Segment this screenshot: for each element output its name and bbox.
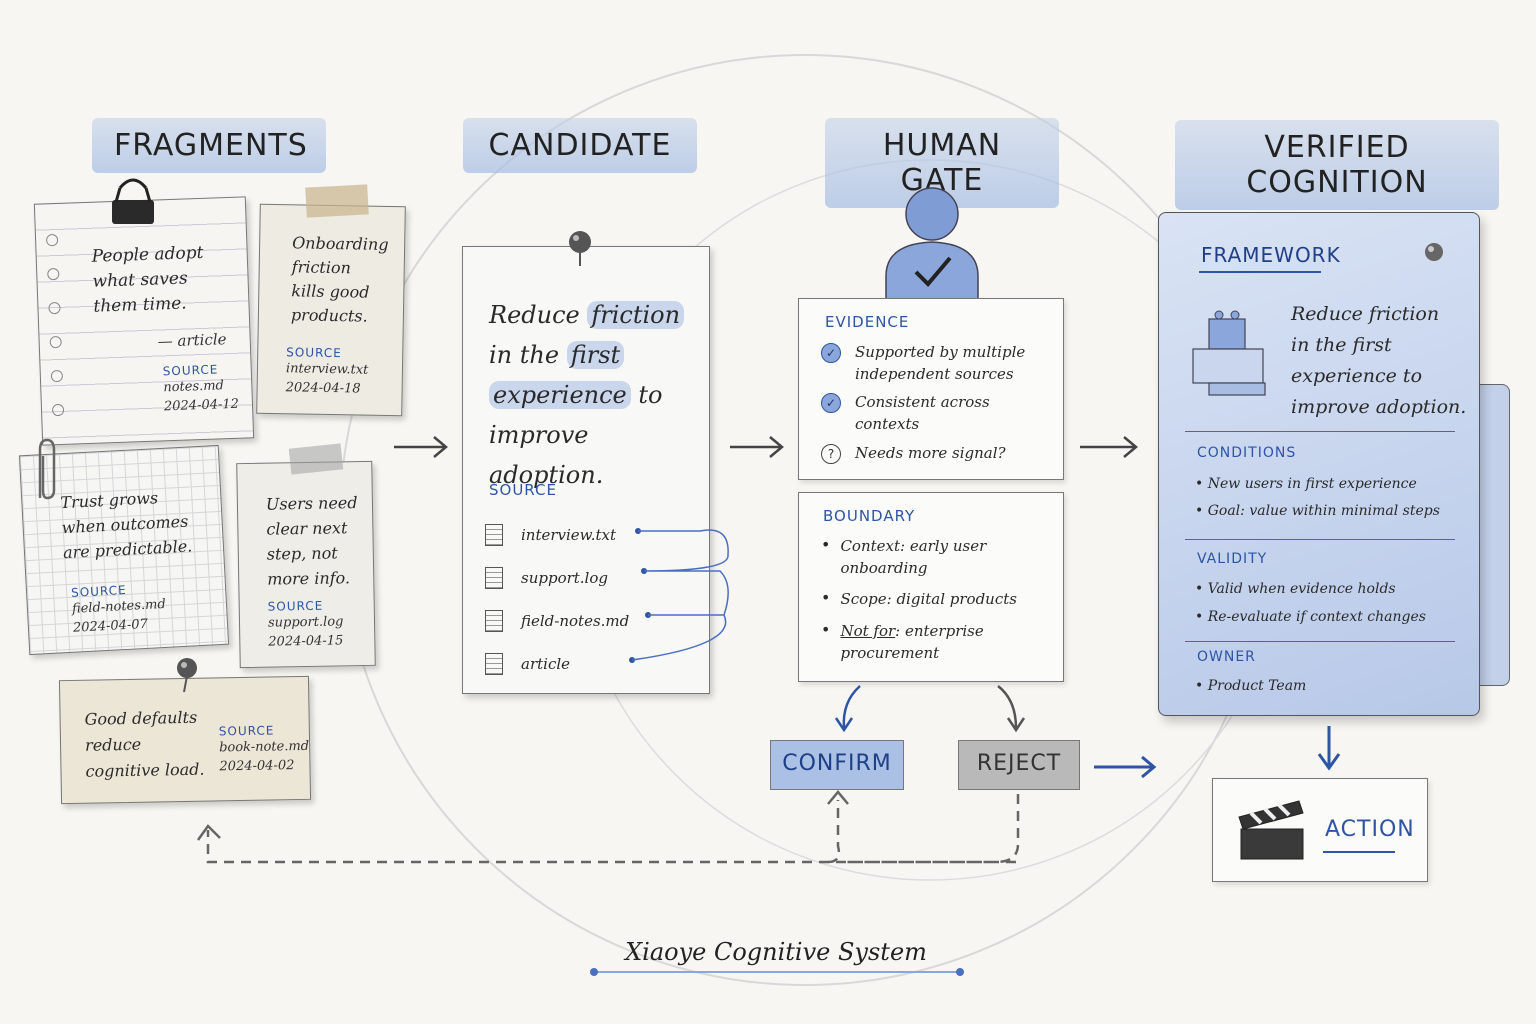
person-check-icon xyxy=(885,187,979,300)
fragment-text-line: Users need xyxy=(265,493,358,514)
file-icon xyxy=(485,609,503,632)
arrow-icon xyxy=(1094,755,1157,779)
fragment-text-line: clear next xyxy=(266,518,348,539)
fragment-text-line: cognitive load. xyxy=(85,759,205,781)
verified-cognition-panel[interactable]: FRAMEWORK Reduce friction in the first e… xyxy=(1158,212,1480,716)
action-label: ACTION xyxy=(1325,817,1415,842)
tape-strip xyxy=(305,184,369,218)
confirm-button[interactable]: CONFIRM xyxy=(770,740,904,790)
arrow-icon xyxy=(730,436,784,458)
fragment-text-line: reduce xyxy=(84,734,142,755)
reject-button[interactable]: REJECT xyxy=(958,740,1080,790)
conditions-list: • New users in first experience • Goal: … xyxy=(1195,476,1440,519)
tape-strip xyxy=(288,443,344,475)
framework-underline xyxy=(1199,271,1321,273)
fragment-text-line: friction xyxy=(291,257,352,278)
action-underline xyxy=(1323,851,1395,853)
file-icon xyxy=(485,523,503,546)
feedback-loop-arrow xyxy=(196,790,1020,864)
source-file: support.log xyxy=(267,614,344,631)
pushpin-icon xyxy=(569,231,591,266)
check-circle-icon: ✓ xyxy=(821,393,841,413)
fragment-text-line: kills good xyxy=(291,281,370,302)
question-circle-icon: ? xyxy=(821,444,841,464)
bullet-icon: • xyxy=(821,620,831,639)
file-icon xyxy=(485,566,503,589)
source-file: book-note.md xyxy=(219,738,310,756)
source-label: SOURCE xyxy=(267,598,324,614)
arrow-icon xyxy=(394,436,448,458)
divider xyxy=(1185,431,1455,432)
fragment-text-line: them time. xyxy=(93,293,187,317)
conditions-label: CONDITIONS xyxy=(1197,445,1297,461)
candidate-source-list: interview.txt support.log field-notes.md… xyxy=(485,513,629,685)
source-item[interactable]: interview.txt xyxy=(485,513,629,556)
source-connector-lines xyxy=(629,528,729,663)
header-verified-cognition: VERIFIED COGNITION xyxy=(1175,120,1499,210)
pushpin-icon xyxy=(1425,243,1443,261)
fragment-text-line: Onboarding xyxy=(292,233,389,254)
binder-clip-icon xyxy=(112,178,154,224)
candidate-source-label: SOURCE xyxy=(489,481,557,499)
fragment-text-line: are predictable. xyxy=(62,536,193,563)
arrows-to-decisions xyxy=(834,685,1026,733)
fragment-note-2[interactable]: Onboarding friction kills good products.… xyxy=(256,203,406,417)
boundary-item: • Scope: digital products xyxy=(821,588,1017,608)
fragment-text-line: products. xyxy=(290,305,368,326)
footer-title: Xiaoye Cognitive System xyxy=(625,938,927,966)
framework-label: FRAMEWORK xyxy=(1201,243,1341,267)
source-date: 2024-04-15 xyxy=(268,633,344,650)
source-date: 2024-04-02 xyxy=(219,758,295,775)
fragment-text-line: more info. xyxy=(267,568,351,589)
pushpin-icon xyxy=(177,658,197,693)
validity-label: VALIDITY xyxy=(1197,551,1268,567)
source-date: 2024-04-07 xyxy=(72,616,149,636)
header-fragments: FRAGMENTS xyxy=(92,118,326,173)
fragment-note-4[interactable]: Users need clear next step, not more inf… xyxy=(236,460,376,669)
divider xyxy=(1185,641,1455,642)
action-box[interactable]: ACTION xyxy=(1212,778,1428,882)
candidate-card[interactable]: Reduce friction in the first experience … xyxy=(462,246,710,694)
paperclip-icon xyxy=(38,438,56,500)
source-file: interview.txt xyxy=(285,361,369,378)
owner-label: OWNER xyxy=(1197,649,1256,665)
building-blocks-icon xyxy=(1192,310,1266,396)
bullet-icon: • xyxy=(821,588,831,607)
arrow-down-icon xyxy=(1317,726,1341,771)
notebook-holes xyxy=(45,233,67,434)
source-date: 2024-04-18 xyxy=(285,380,361,397)
header-candidate: CANDIDATE xyxy=(463,118,697,173)
file-icon xyxy=(485,652,503,675)
clapperboard-icon xyxy=(1238,800,1304,860)
bullet-icon: • xyxy=(821,535,831,554)
check-circle-icon: ✓ xyxy=(821,343,841,363)
arrow-icon xyxy=(1080,436,1138,458)
boundary-label: BOUNDARY xyxy=(823,507,916,525)
candidate-statement: Reduce friction in the first experience … xyxy=(489,295,709,495)
fragment-text-line: what saves xyxy=(92,268,189,292)
divider xyxy=(1185,539,1455,540)
evidence-item: ? Needs more signal? xyxy=(821,442,1006,464)
fragment-note-1[interactable]: People adopt what saves them time. — art… xyxy=(33,196,255,446)
source-date: 2024-04-12 xyxy=(163,396,240,415)
fragment-attribution: — article xyxy=(157,330,227,351)
fragment-text-line: step, not xyxy=(266,543,338,564)
source-label: SOURCE xyxy=(286,345,342,361)
fragment-text-line: Good defaults xyxy=(84,707,198,729)
source-item[interactable]: article xyxy=(485,642,629,685)
owner-list: • Product Team xyxy=(1195,678,1307,694)
source-item[interactable]: field-notes.md xyxy=(485,599,629,642)
footer-underline xyxy=(590,968,964,976)
evidence-label: EVIDENCE xyxy=(825,313,910,331)
framework-statement: Reduce friction in the first experience … xyxy=(1291,303,1467,418)
source-item[interactable]: support.log xyxy=(485,556,629,599)
validity-list: • Valid when evidence holds • Re-evaluat… xyxy=(1195,581,1426,625)
